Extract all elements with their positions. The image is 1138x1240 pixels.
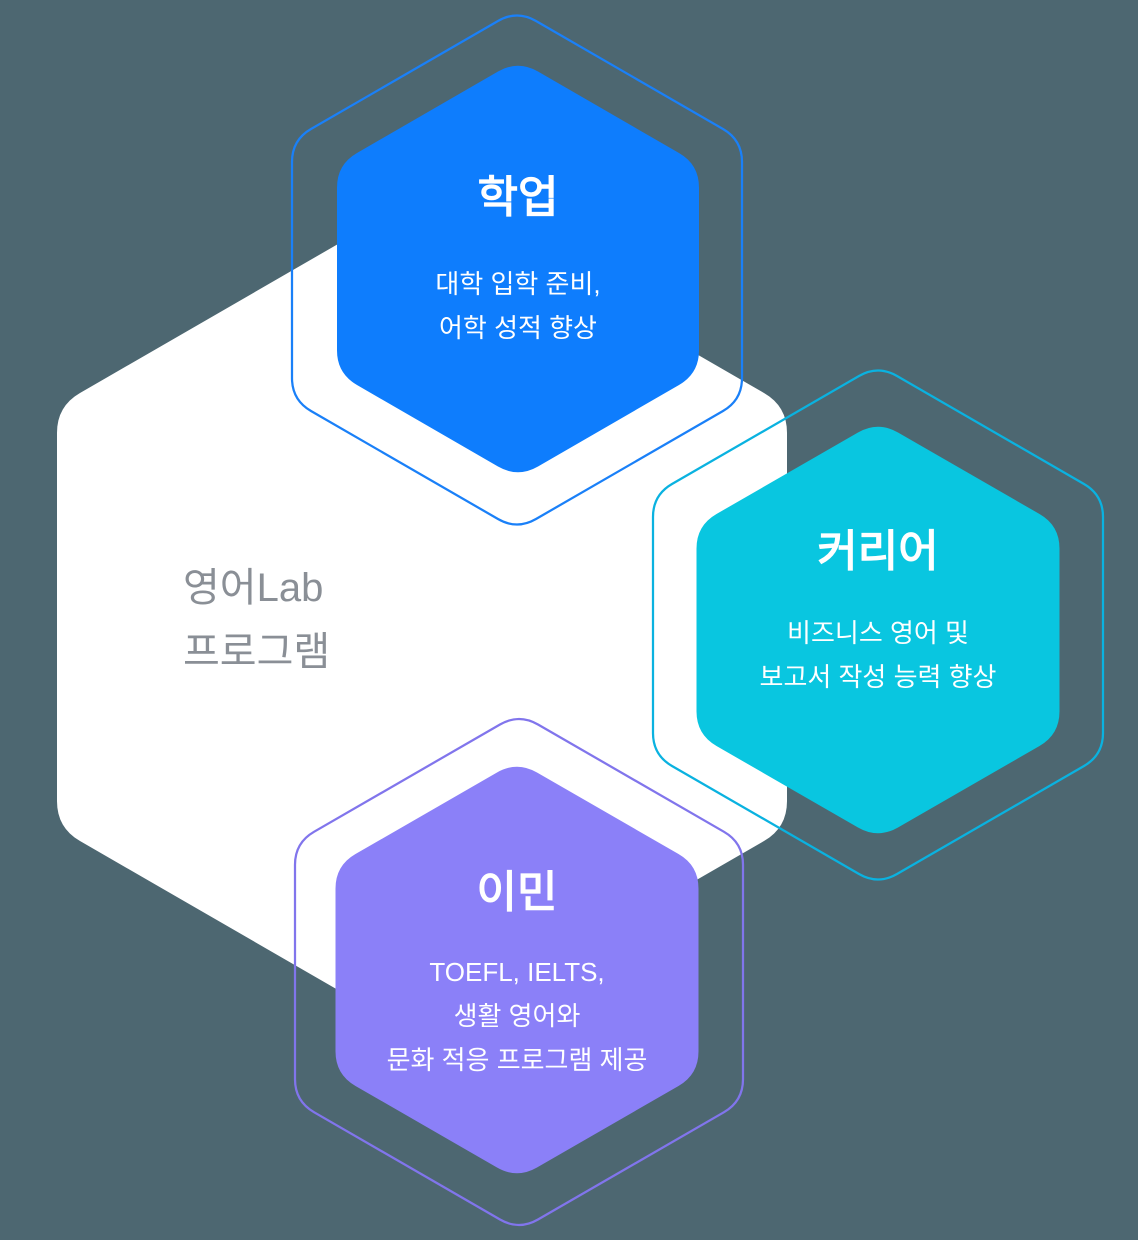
career-description-line2: 보고서 작성 능력 향상	[759, 662, 997, 692]
academics-description-line2: 어학 성적 향상	[439, 313, 597, 343]
immigration-description-line1: TOEFL, IELTS,	[429, 957, 605, 987]
career-title: 커리어	[817, 527, 939, 576]
program-title-line1: 영어Lab	[183, 566, 324, 610]
immigration-description: TOEFL, IELTS, 생활 영어와 문화 적응 프로그램 제공	[387, 950, 648, 1082]
academics-description: 대학 입학 준비, 어학 성적 향상	[435, 262, 600, 350]
career-description-line1: 비즈니스 영어 및	[787, 618, 969, 648]
immigration-description-line2: 생활 영어와	[453, 1001, 581, 1031]
career-description: 비즈니스 영어 및 보고서 작성 능력 향상	[760, 611, 997, 699]
career-hexagon	[696, 426, 1060, 834]
immigration-title: 이민	[476, 868, 558, 917]
immigration-description-line3: 문화 적응 프로그램 제공	[386, 1045, 648, 1075]
academics-title: 학업	[477, 173, 559, 222]
immigration-hexagon	[335, 766, 699, 1174]
academics-description-line1: 대학 입학 준비,	[435, 269, 601, 299]
academics-hexagon	[337, 65, 699, 473]
immigration-outline-hexagon	[293, 717, 745, 1227]
program-title-line2: 프로그램	[183, 630, 331, 674]
academics-outline-hexagon	[290, 14, 744, 526]
career-outline-hexagon	[651, 369, 1105, 881]
program-title: 영어Lab 프로그램	[183, 556, 330, 684]
